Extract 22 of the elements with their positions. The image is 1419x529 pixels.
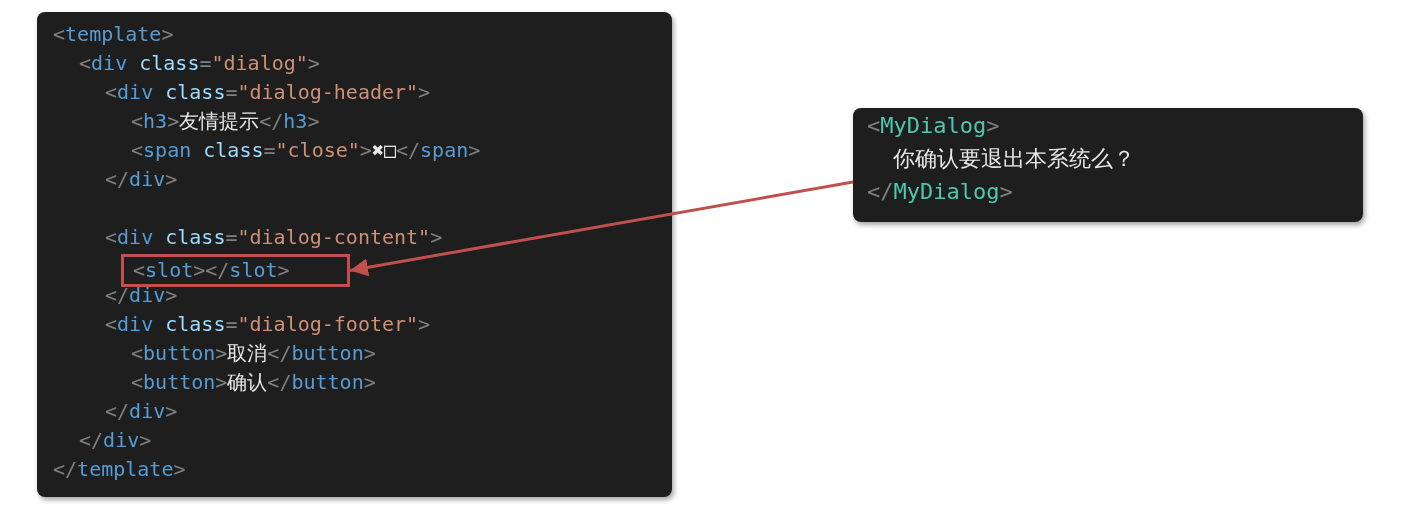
- code-line: </template>: [53, 456, 186, 483]
- code-line: </div>: [105, 282, 178, 309]
- code-line: <div class="dialog-content">: [105, 224, 443, 251]
- code-line: <button>确认</button>: [131, 369, 376, 396]
- code-line: <div class="dialog-footer">: [105, 311, 431, 338]
- arrow: [349, 180, 854, 277]
- code-line: <span class="close">✖□</span>: [131, 137, 481, 164]
- code-line: <button>取消</button>: [131, 340, 376, 367]
- code-panel: [37, 12, 672, 497]
- code-panel: [853, 108, 1363, 222]
- code-line: <div class="dialog-header">: [105, 79, 431, 106]
- code-line: 你确认要退出本系统么？: [893, 145, 1135, 173]
- code-line: <div class="dialog">: [79, 50, 320, 77]
- code-line: <h3>友情提示</h3>: [131, 108, 320, 135]
- code-line: </div>: [105, 166, 178, 193]
- code-line: </MyDialog>: [867, 178, 1013, 206]
- code-line: </div>: [79, 427, 152, 454]
- code-line: <template>: [53, 21, 174, 48]
- code-line: <MyDialog>: [867, 112, 1000, 140]
- highlight-box: [121, 254, 350, 287]
- code-line: <slot></slot>: [133, 257, 290, 284]
- code-line: </div>: [105, 398, 178, 425]
